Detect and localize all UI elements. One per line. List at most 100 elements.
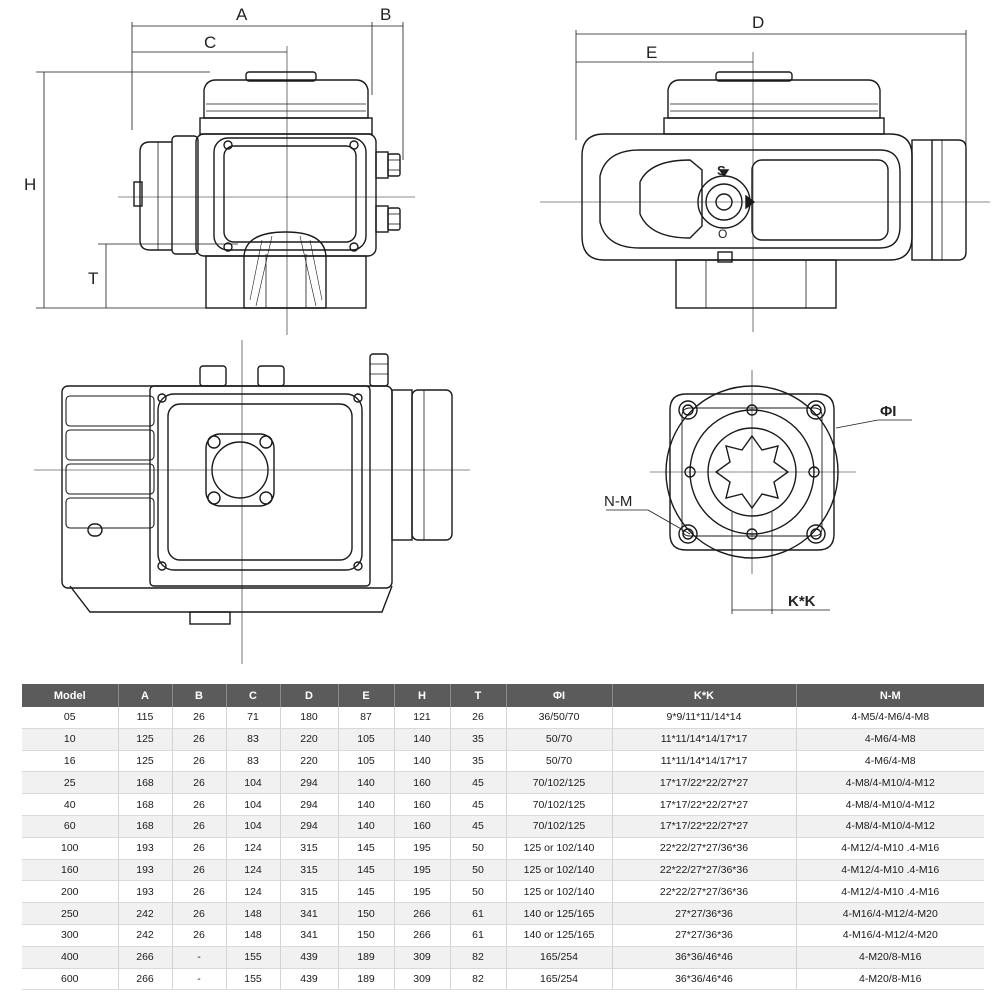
table-cell: 4-M8/4-M10/4-M12 (796, 793, 984, 816)
table-cell: 40 (22, 793, 119, 816)
table-cell: 70/102/125 (506, 793, 613, 816)
table-cell: 140 (338, 793, 395, 816)
table-cell: 140 or 125/165 (506, 924, 613, 947)
table-cell: 70/102/125 (506, 815, 613, 838)
column-header: ΦI (506, 684, 613, 707)
table-cell: 266 (394, 902, 451, 925)
table-cell: 26 (172, 859, 227, 882)
table-cell: 22*22/27*27/36*36 (612, 859, 797, 882)
dim-label-c: C (204, 33, 216, 52)
table-cell: 168 (118, 815, 173, 838)
table-cell: 140 or 125/165 (506, 902, 613, 925)
table-cell: 125 or 102/140 (506, 880, 613, 904)
column-header: N-M (796, 684, 984, 707)
table-cell: 150 (338, 924, 395, 947)
table-cell: 17*17/22*22/27*27 (612, 815, 797, 838)
table-cell: 125 or 102/140 (506, 837, 613, 860)
table-cell: 4-M12/4-M10 .4-M16 (796, 880, 984, 904)
table-cell: 61 (450, 902, 507, 925)
table-cell: 266 (118, 968, 173, 991)
table-cell: 294 (280, 815, 339, 838)
table-cell: 148 (226, 902, 281, 925)
table-cell: 26 (172, 815, 227, 838)
table-cell: 71 (226, 707, 281, 729)
table-cell: 26 (172, 793, 227, 816)
table-cell: 309 (394, 946, 451, 969)
table-cell: 50 (450, 859, 507, 882)
table-cell: - (172, 946, 227, 969)
table-cell: 36*36/46*46 (612, 968, 797, 991)
table-cell: 61 (450, 924, 507, 947)
table-cell: 193 (118, 859, 173, 882)
table-cell: 300 (22, 924, 119, 947)
table-cell: 4-M6/4-M8 (796, 750, 984, 773)
table-cell: 35 (450, 728, 507, 751)
table-cell: 189 (338, 968, 395, 991)
table-cell: 11*11/14*14/17*17 (612, 728, 797, 751)
table-cell: 242 (118, 902, 173, 925)
table-cell: 22*22/27*27/36*36 (612, 880, 797, 904)
table-cell: 10 (22, 728, 119, 751)
table-cell: 100 (22, 837, 119, 860)
table-cell: 25 (22, 771, 119, 795)
table-cell: 180 (280, 707, 339, 729)
table-cell: 4-M16/4-M12/4-M20 (796, 902, 984, 925)
dim-label-nm: N-M (604, 493, 632, 510)
table-cell: 104 (226, 793, 281, 816)
table-cell: 341 (280, 924, 339, 947)
table-cell: 309 (394, 968, 451, 991)
table-cell: 4-M20/8-M16 (796, 968, 984, 991)
table-cell: 140 (394, 728, 451, 751)
dim-label-phi: ΦI (880, 403, 896, 420)
table-cell: 189 (338, 946, 395, 969)
table-cell: 193 (118, 837, 173, 860)
table-cell: 150 (338, 902, 395, 925)
table-cell: 82 (450, 946, 507, 969)
column-header: B (172, 684, 227, 707)
table-cell: 250 (22, 902, 119, 925)
dim-label-kk: K*K (788, 593, 816, 610)
table-cell: 294 (280, 771, 339, 795)
table-cell: 105 (338, 750, 395, 773)
table-cell: 200 (22, 880, 119, 904)
table-cell: 242 (118, 924, 173, 947)
table-cell: 9*9/11*11/14*14 (612, 707, 797, 729)
dim-label-a: A (236, 5, 248, 24)
table-cell: 294 (280, 793, 339, 816)
table-cell: 160 (22, 859, 119, 882)
column-header: T (450, 684, 507, 707)
table-cell: 145 (338, 859, 395, 882)
table-cell: 35 (450, 750, 507, 773)
table-cell: 195 (394, 880, 451, 904)
column-header: H (394, 684, 451, 707)
column-header: A (118, 684, 173, 707)
table-cell: 400 (22, 946, 119, 969)
dim-label-t: T (88, 269, 98, 288)
top-view (34, 340, 470, 664)
table-cell: 83 (226, 750, 281, 773)
table-cell: 315 (280, 880, 339, 904)
table-cell: 160 (394, 793, 451, 816)
table-cell: 17*17/22*22/27*27 (612, 771, 797, 795)
table-cell: 439 (280, 946, 339, 969)
table-cell: 87 (338, 707, 395, 729)
table-cell: 140 (338, 815, 395, 838)
table-cell: 45 (450, 793, 507, 816)
table-cell: 140 (338, 771, 395, 795)
table-cell: 600 (22, 968, 119, 991)
table-cell: 125 (118, 728, 173, 751)
table-cell: 83 (226, 728, 281, 751)
table-cell: 124 (226, 837, 281, 860)
table-cell: 115 (118, 707, 173, 729)
table-cell: 140 (394, 750, 451, 773)
table-cell: 16 (22, 750, 119, 773)
table-cell: 220 (280, 728, 339, 751)
